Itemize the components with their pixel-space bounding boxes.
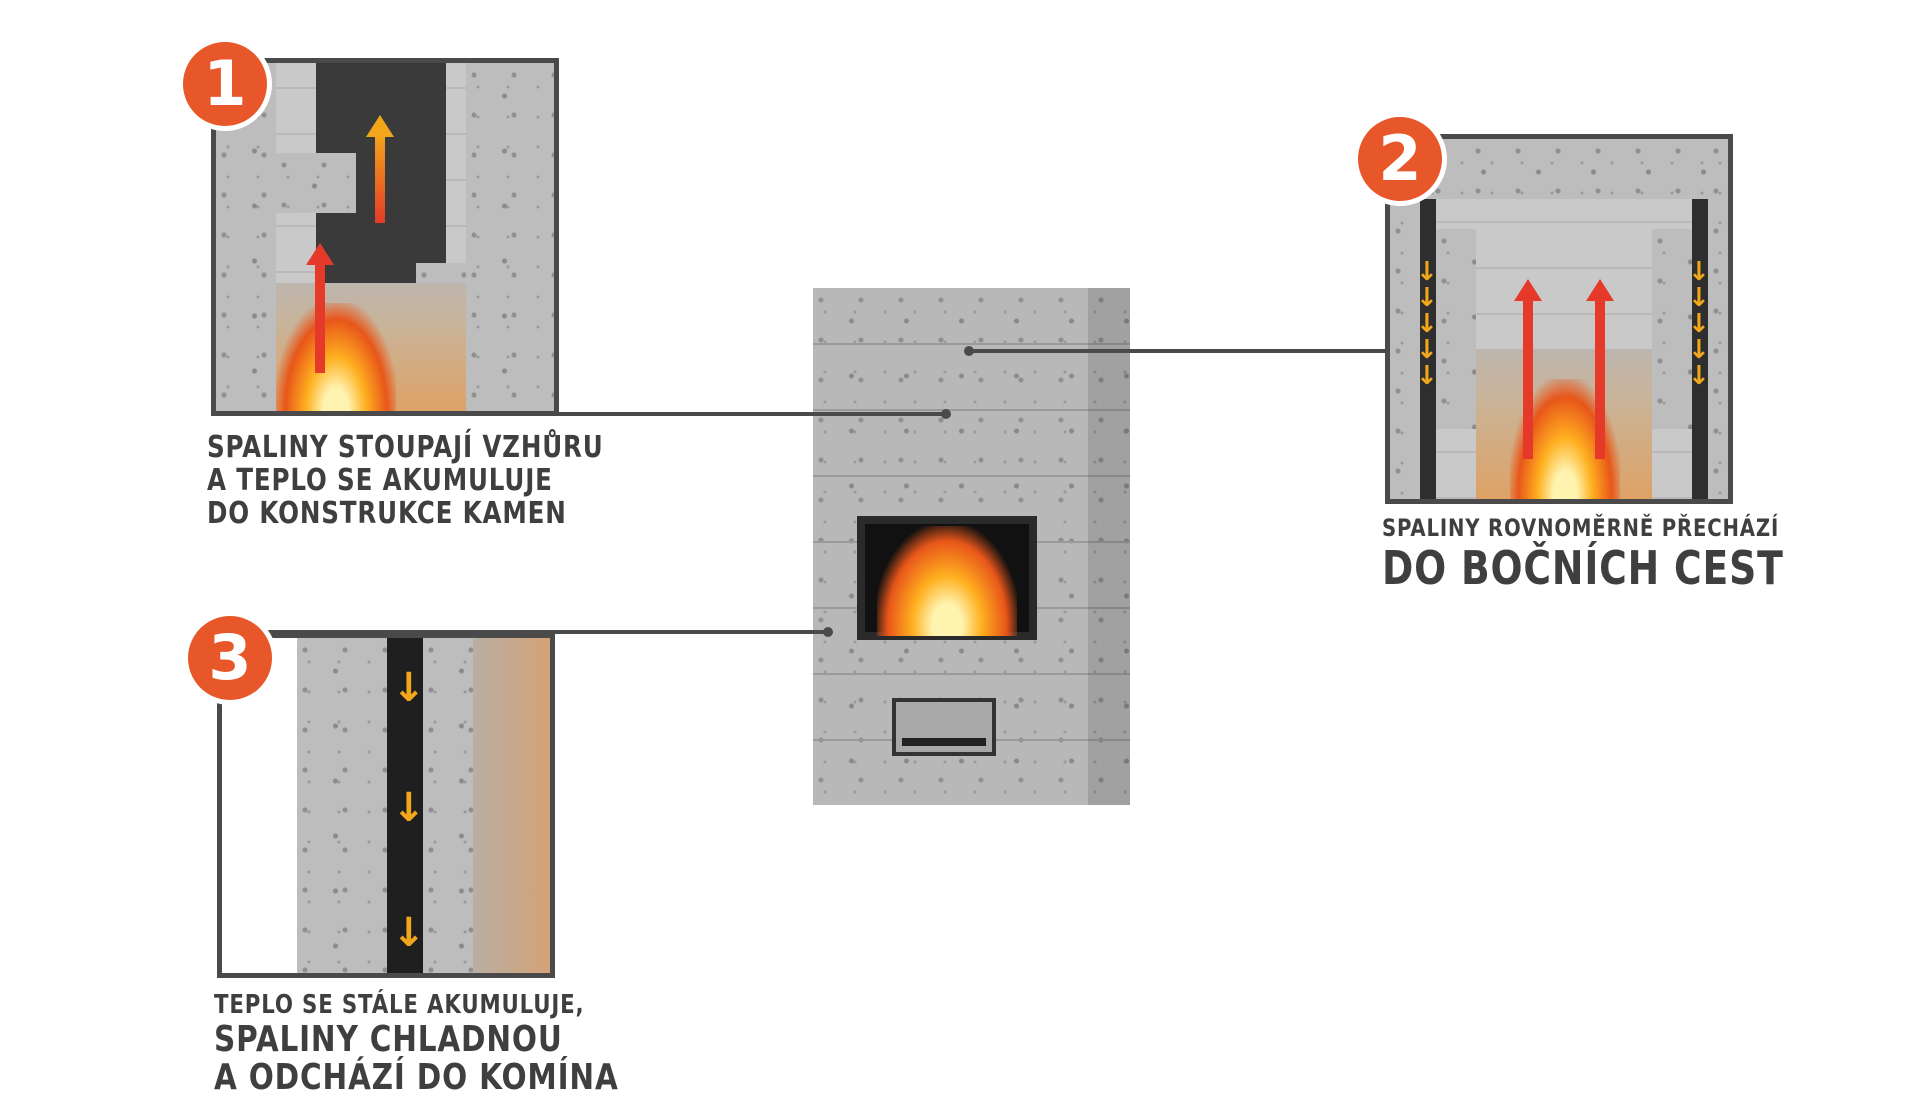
down-arrow-icon: ↓ bbox=[392, 785, 426, 831]
step-1-caption: Spaliny stoupají vzhůru a teplo se akumu… bbox=[207, 431, 604, 530]
stone-top bbox=[1390, 139, 1728, 199]
stone-wall bbox=[423, 638, 473, 973]
step-2-cutaway: ↓↓↓↓↓ ↓↓↓↓↓ bbox=[1385, 134, 1733, 504]
step-badge-2: 2 bbox=[1353, 112, 1447, 206]
connector-line-1 bbox=[559, 412, 946, 416]
step-2-caption-small: Spaliny rovnoměrně přechází bbox=[1382, 514, 1780, 542]
firebox-door bbox=[857, 516, 1037, 640]
connector-dot-3 bbox=[823, 627, 833, 637]
down-arrow-icon: ↓ bbox=[392, 665, 426, 711]
hot-arrow-shaft bbox=[315, 263, 325, 373]
ash-drawer-slot bbox=[902, 738, 986, 746]
caption-line: do konstrukce kamen bbox=[207, 496, 567, 531]
step-3-caption-line-2: spaliny chladnou bbox=[214, 1019, 563, 1060]
stone-baffle bbox=[276, 153, 356, 213]
hot-arrow-shaft bbox=[1595, 299, 1605, 459]
warm-chamber bbox=[473, 638, 550, 973]
fire-icon bbox=[276, 303, 396, 411]
stone-wall bbox=[466, 63, 554, 411]
step-3-cutaway: ↓ ↓ ↓ bbox=[217, 633, 555, 978]
step-3-caption-line-3: a odchází do komína bbox=[214, 1057, 619, 1098]
connector-line-2 bbox=[969, 349, 1387, 353]
step-badge-3: 3 bbox=[183, 611, 277, 705]
caption-line: Spaliny stoupají vzhůru bbox=[207, 430, 604, 465]
stone-pillar bbox=[1436, 229, 1476, 429]
side-flue-channel bbox=[1420, 199, 1436, 499]
down-arrow-icon: ↓↓↓↓↓ bbox=[1416, 257, 1438, 391]
step-1-cutaway bbox=[211, 58, 559, 416]
hot-arrow-icon bbox=[306, 243, 334, 265]
hot-arrow-icon bbox=[1586, 279, 1614, 301]
stone-pillar bbox=[1652, 229, 1692, 429]
caption-line: a teplo se akumuluje bbox=[207, 463, 553, 498]
fire-icon bbox=[877, 526, 1017, 636]
stone-wall bbox=[1708, 139, 1728, 499]
connector-dot-1 bbox=[941, 409, 951, 419]
step-badge-1: 1 bbox=[178, 37, 272, 131]
step-3-caption-line-1: Teplo se stále akumuluje, bbox=[214, 990, 585, 1020]
down-arrow-icon: ↓↓↓↓↓ bbox=[1688, 257, 1710, 391]
hot-arrow-shaft bbox=[1523, 299, 1533, 459]
connector-line-3 bbox=[261, 630, 828, 634]
ash-drawer bbox=[892, 698, 996, 756]
warm-arrow-icon bbox=[366, 115, 394, 137]
stove-illustration bbox=[813, 288, 1130, 805]
hot-arrow-icon bbox=[1514, 279, 1542, 301]
stove-side-shade bbox=[1088, 288, 1130, 805]
warm-arrow-shaft bbox=[375, 133, 385, 223]
connector-dot-2 bbox=[964, 346, 974, 356]
down-arrow-icon: ↓ bbox=[392, 910, 426, 956]
stone-wall bbox=[297, 638, 387, 973]
step-2-caption-large: do bočních cest bbox=[1382, 541, 1784, 595]
flue-channel bbox=[387, 638, 423, 973]
side-flue-channel bbox=[1692, 199, 1708, 499]
